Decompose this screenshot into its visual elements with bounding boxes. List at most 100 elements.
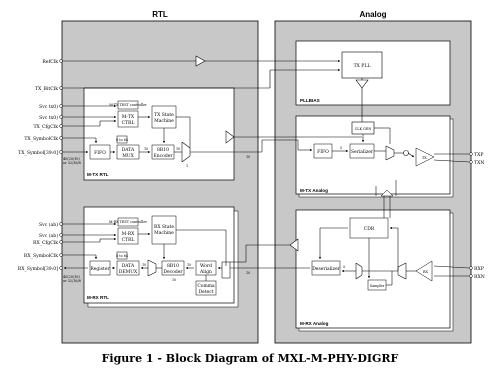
mtx-ctrl-block [117,110,139,128]
clk-gen-label: CLK GEN [355,127,372,131]
pin-rx-symbol: RX_Symbol[39:0] [18,266,58,272]
rx-width-note: 40(20/10) [63,275,80,279]
pin-svc-tx-1-dot [59,104,63,108]
pin-rx-symbol-dot [59,266,63,270]
tx-data-mux-label-1: DATA [122,147,135,153]
bus-label-b: 10 [246,271,250,275]
tx-driver-label: TX [422,156,427,160]
mrx-rtl-label: M-RX RTL [87,295,109,300]
mrx-ctrl-label-1: M-RX [122,231,136,237]
mtx-status-label: M-TX TEST controller [109,103,147,107]
bus-label-a: 10 [246,155,250,159]
word-align-label-1: Word [200,263,212,269]
rtl-heading: RTL [152,10,168,19]
mrx-ctrl-label-2: CTRL [122,237,135,243]
rx-width-note-2: or 32/16/8 [63,279,81,283]
mtx-rtl-group [83,87,235,181]
mtx-analog-label: M-TX Analog [300,188,328,193]
mrx-ctrl-block [117,227,139,245]
figure-title: Figure 1 - Block Diagram of MXL-M-PHY-DI… [102,352,399,365]
mrx-status-label: M-RX TEST controller [109,220,147,224]
tx-data-mux-label-2: MUX [122,153,134,159]
left-pins: RefClk TX_BitClk Svc tx0) Svc tx0) TX_Cf… [18,59,81,283]
mtx-rtl-label: M-TX RTL [87,172,109,177]
rx-register-label: Register [90,266,110,272]
mtx-ctrl-label-1: M-TX [122,114,135,120]
rx-wire-10c: 10 [172,278,176,282]
cdr-label: CDR [364,226,375,232]
analog-link-buffer [380,189,394,197]
tx-pll-label: TX PLL [354,63,371,69]
tx-fifo-label: FIFO [94,150,106,156]
pin-tx-bitclk-dot [59,86,63,90]
pin-refclk: RefClk [42,59,58,65]
pin-svc-rx-1-dot [59,222,63,226]
tx-wire-1: 1 [186,164,188,168]
rx-data-demux-label-2: DEMUX [119,269,138,275]
pin-rxn-dot [469,274,473,278]
rx-data-demux-block [116,260,140,276]
deserializer-label: Deserializer [312,266,340,272]
pin-rxn: RXN [474,274,485,280]
tx-data-mux-ext [116,135,128,144]
pin-svc-tx-1: Svc tx0) [39,103,58,110]
pin-txp-dot [469,152,473,156]
mtx-ctrl-label-2: CTRL [122,120,135,126]
analog-heading: Analog [359,10,386,19]
word-align-label-2: Align [199,269,212,275]
rx-wire-10b: 10 [142,263,146,267]
tx-fifo-analog-label: FIFO [317,149,329,155]
pin-svc-rx-2-dot [59,233,63,237]
mrx-analog-wires [318,180,470,286]
serializer-label: Serializer [351,149,374,155]
rx-bus [230,238,310,269]
rx-data-demux-label-1: DATA [122,263,135,269]
deserializer-block [311,260,341,276]
mtx-status-block [117,100,139,110]
pin-tx-symbol: TX_Symbol[39:0] [18,150,58,156]
pin-svc-tx-2: Svc tx0) [39,114,58,121]
pin-rxp: RXP [474,266,484,272]
pin-txp: TXP [474,152,483,158]
pin-rxp-dot [469,266,473,270]
rx-amp-label: RX [423,270,429,274]
rx-analog-wire-s: 5 [343,265,345,269]
pin-txn: TXN [474,160,484,166]
mrx-analog-label: M-RX Analog [300,321,329,326]
tx-sm-label-2: Machine [154,118,174,124]
tx-ext-label: 8 to 64 [116,138,128,142]
tx-analog-wire-s: 5 [340,146,342,150]
rx-demux-ext [116,251,128,260]
pin-tx-symbolclk: TX_SymbolClk [24,136,58,142]
rx-sm-label-1: RX State [154,224,174,230]
pin-txn-dot [469,160,473,164]
mrx-status-block [117,217,139,227]
tx-encoder-label-2: Encoder [153,153,173,159]
tx-width-note-2: or 32/16/8 [63,161,81,165]
pin-tx-symbolclk-dot [59,136,63,140]
mtx-analog-wires [332,127,470,163]
pin-tx-cfgclk-dot [59,124,63,128]
tx-width-note: 40(20/10) [63,157,80,161]
pin-tx-cfgclk: TX_CfgClk [33,124,58,130]
rx-register-block [89,260,111,276]
tx-sm-label-1: TX State [154,112,174,118]
rx-amp-triangle [415,260,433,282]
pin-tx-symbol-dot [59,150,63,154]
pin-rx-cfgclk-dot [59,240,63,244]
comma-detect-label-1: Comma [197,283,215,289]
rx-state-machine-block [151,215,177,245]
pin-svc-tx-2-dot [59,115,63,119]
tx-encoder-label-1: 8B10 [157,147,169,153]
pin-rx-symbolclk-dot [59,253,63,257]
rx-decoder-label-2: Decoder [163,269,183,275]
rx-wire-10: 10 [187,263,191,267]
tx-wire-10: 10 [144,147,148,151]
pllbias-label: PLLBIAS [300,98,320,103]
tx-driver-triangle [415,147,435,167]
rx-decoder-label-1: 8B10 [167,263,179,269]
tx-wire-10b: 10 [176,147,180,151]
tx-bus [225,130,362,153]
pin-tx-bitclk: TX_BitClk [35,86,58,92]
